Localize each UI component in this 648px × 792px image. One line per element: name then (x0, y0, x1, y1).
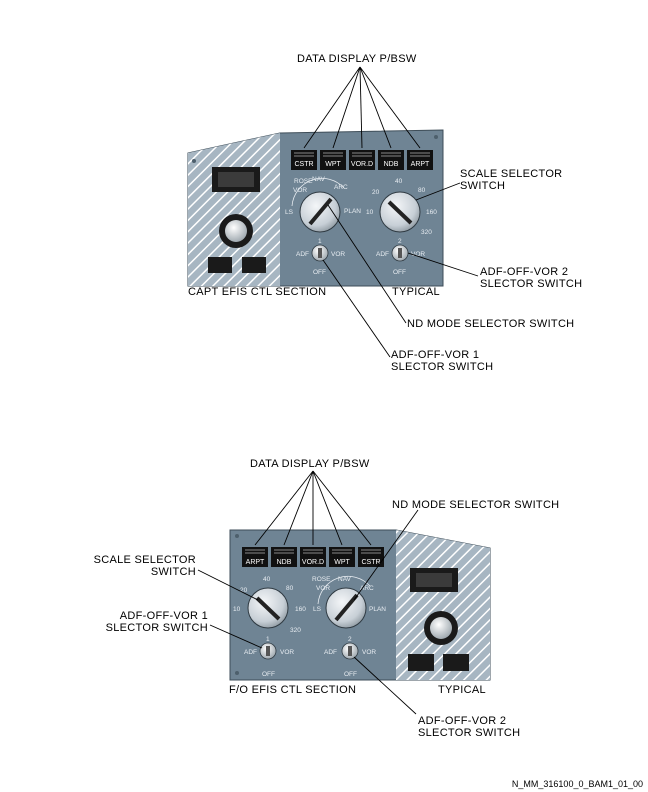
capt-nd-vor: VOR (293, 187, 307, 194)
fo-btn-vord-label: VOR.D (302, 559, 324, 566)
capt-adf1-label-2: SLECTOR SWITCH (391, 361, 493, 373)
fo-leader-lines (197, 470, 419, 715)
capt-btn-arpt-label: ARPT (411, 161, 430, 168)
capt-adf2-label-2: SLECTOR SWITCH (480, 278, 582, 290)
capt-leader-lines (303, 66, 479, 358)
fo-hatched-components (408, 568, 469, 671)
fo-adf-vor-2-selector[interactable]: 2 ADF VOR OFF (324, 636, 376, 678)
fo-adf-vor-1-selector[interactable]: 1 ADF VOR OFF (244, 636, 294, 678)
capt-efis-panel: CSTR WPT VOR.D NDB (187, 129, 444, 287)
fo-adf1-off: OFF (262, 671, 275, 678)
capt-adf1-label-1: ADF-OFF-VOR 1 (391, 349, 479, 361)
capt-nd-ls: LS (285, 209, 294, 216)
capt-btn-ndb-label: NDB (384, 161, 399, 168)
fo-adf2-off: OFF (344, 671, 357, 678)
fo-nd-rose: ROSE (312, 576, 331, 583)
fo-btn-ndb-label: NDB (277, 559, 292, 566)
fo-btn-cstr[interactable]: CSTR (358, 547, 384, 567)
capt-btn-vord-label: VOR.D (351, 161, 373, 168)
capt-btn-wpt-label: WPT (325, 161, 341, 168)
capt-hatched-components (208, 167, 266, 273)
capt-data-display-label: DATA DISPLAY P/BSW (297, 53, 417, 65)
fo-scale-10: 10 (233, 606, 241, 613)
capt-data-display-buttons: CSTR WPT VOR.D NDB (291, 150, 433, 170)
capt-nd-mode-label: ND MODE SELECTOR SWITCH (407, 318, 574, 330)
capt-adf2-off: OFF (393, 269, 406, 276)
capt-nd-mode-selector[interactable]: ROSE NAV VOR ARC LS PLAN (285, 176, 361, 233)
capt-nd-nav: NAV (312, 176, 326, 183)
fo-btn-ndb[interactable]: NDB (271, 547, 297, 567)
fo-efis-panel: ARPT NDB VOR.D WPT (229, 529, 491, 681)
fo-nd-vor: VOR (316, 585, 330, 592)
capt-btn-arpt[interactable]: ARPT (407, 150, 433, 170)
fo-scale-40: 40 (263, 576, 271, 583)
fo-adf1-label-2: SLECTOR SWITCH (106, 622, 208, 634)
fo-btn-cstr-label: CSTR (361, 559, 380, 566)
capt-adf-vor-1-selector[interactable]: 1 ADF VOR OFF (296, 238, 345, 276)
fo-scale-selector-label-2: SWITCH (151, 566, 196, 578)
fo-adf2-label-1: ADF-OFF-VOR 2 (418, 715, 506, 727)
fo-nd-mode-selector[interactable]: ROSE NAV VOR ARC LS PLAN (312, 575, 386, 629)
capt-btn-wpt[interactable]: WPT (320, 150, 346, 170)
capt-adf1-vor: VOR (331, 251, 345, 258)
capt-btn-cstr-label: CSTR (294, 161, 313, 168)
capt-btn-ndb[interactable]: NDB (378, 150, 404, 170)
fo-btn-wpt[interactable]: WPT (329, 547, 355, 567)
fo-adf2-vor: VOR (362, 649, 376, 656)
capt-scale-320: 320 (421, 229, 432, 236)
fo-data-display-label: DATA DISPLAY P/BSW (250, 458, 370, 470)
capt-btn-cstr[interactable]: CSTR (291, 150, 317, 170)
fo-scale-selector-label-1: SCALE SELECTOR (94, 554, 196, 566)
fo-adf2-label-2: SLECTOR SWITCH (418, 727, 520, 739)
capt-adf2-number: 2 (398, 238, 402, 245)
capt-scale-160: 160 (426, 209, 437, 216)
fo-btn-vord[interactable]: VOR.D (300, 547, 326, 567)
capt-section-label: CAPT EFIS CTL SECTION (188, 286, 326, 298)
fo-adf1-number: 1 (266, 636, 270, 643)
fo-scale-320: 320 (290, 627, 301, 634)
fo-scale-160: 160 (295, 606, 306, 613)
fo-scale-20: 20 (240, 587, 248, 594)
fo-adf1-adf: ADF (244, 649, 257, 656)
fo-nd-mode-label: ND MODE SELECTOR SWITCH (392, 499, 559, 511)
capt-scale-selector-label-2: SWITCH (460, 180, 505, 192)
fo-scale-80: 80 (286, 585, 294, 592)
capt-adf1-adf: ADF (296, 251, 309, 258)
capt-btn-vord[interactable]: VOR.D (349, 150, 375, 170)
capt-scale-20: 20 (372, 189, 380, 196)
fo-data-display-buttons: ARPT NDB VOR.D WPT (242, 547, 384, 567)
capt-nd-plan: PLAN (344, 208, 361, 215)
fo-btn-wpt-label: WPT (334, 559, 350, 566)
capt-nd-arc: ARC (334, 184, 348, 191)
figure-reference: N_MM_316100_0_BAM1_01_00 (512, 779, 643, 789)
capt-adf2-vor: VOR (411, 251, 425, 258)
capt-adf2-label-1: ADF-OFF-VOR 2 (480, 266, 568, 278)
capt-scale-selector-label-1: SCALE SELECTOR (460, 168, 562, 180)
fo-nd-arc: ARC (360, 585, 374, 592)
fo-nd-plan: PLAN (369, 606, 386, 613)
fo-adf2-number: 2 (348, 636, 352, 643)
capt-typical-label: TYPICAL (392, 286, 440, 298)
capt-scale-10: 10 (366, 209, 374, 216)
capt-scale-selector[interactable]: 20 40 80 10 160 320 (366, 178, 437, 236)
capt-nd-rose: ROSE (294, 178, 313, 185)
fo-btn-arpt[interactable]: ARPT (242, 547, 268, 567)
fo-section-label: F/O EFIS CTL SECTION (229, 684, 356, 696)
capt-adf2-adf: ADF (376, 251, 389, 258)
fo-adf1-label-1: ADF-OFF-VOR 1 (120, 610, 208, 622)
fo-adf2-adf: ADF (324, 649, 337, 656)
capt-scale-80: 80 (418, 187, 426, 194)
fo-btn-arpt-label: ARPT (246, 559, 265, 566)
fo-adf1-vor: VOR (280, 649, 294, 656)
fo-nd-nav: NAV (338, 576, 352, 583)
capt-adf1-off: OFF (313, 269, 326, 276)
capt-scale-40: 40 (395, 178, 403, 185)
capt-adf1-number: 1 (318, 238, 322, 245)
fo-typical-label: TYPICAL (438, 684, 486, 696)
fo-nd-ls: LS (313, 606, 322, 613)
fo-scale-selector[interactable]: 40 20 80 10 160 320 (233, 576, 306, 634)
